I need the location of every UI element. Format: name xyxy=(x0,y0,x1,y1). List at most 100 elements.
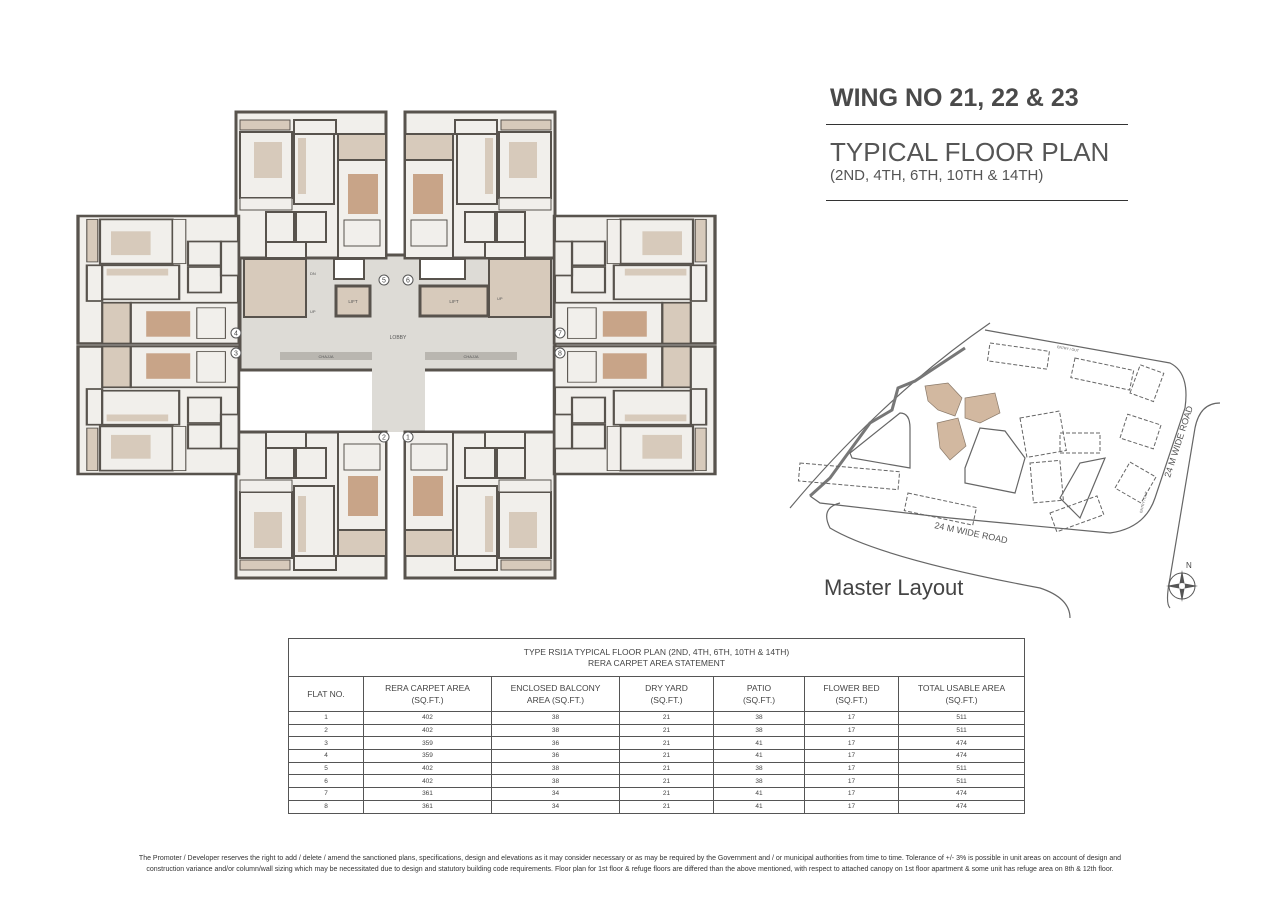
table-cell: 474 xyxy=(897,736,1026,751)
table-cell: 38 xyxy=(491,723,620,738)
shaft xyxy=(553,240,574,277)
toilet xyxy=(186,240,223,267)
column-header: TOTAL USABLE AREA(SQ.FT.) xyxy=(897,676,1026,712)
flower-bed xyxy=(694,427,707,472)
toilet xyxy=(496,211,526,243)
up-label-left: UP xyxy=(310,309,316,314)
kitchen-counter xyxy=(624,414,687,422)
kitchen-counter xyxy=(485,138,493,194)
wardrobe xyxy=(172,218,187,265)
building-block xyxy=(797,462,901,491)
caption-line-1: TYPE RSI1A TYPICAL FLOOR PLAN (2ND, 4TH,… xyxy=(523,646,790,657)
table-cell: 36 xyxy=(491,749,620,763)
table-cell: 38 xyxy=(491,711,620,725)
table-cell: 511 xyxy=(897,723,1026,738)
table-cell: 402 xyxy=(363,723,492,738)
toilet xyxy=(265,211,295,243)
wardrobe xyxy=(606,218,621,265)
wing-title: WING NO 21, 22 & 23 xyxy=(830,84,1079,112)
table-cell: 17 xyxy=(804,799,899,814)
up-label-right: UP xyxy=(497,296,503,301)
dining-table xyxy=(410,219,448,247)
title-block: WING NO 21, 22 & 23 TYPICAL FLOOR PLAN (… xyxy=(826,84,1128,201)
living-rug xyxy=(348,174,378,214)
chajja-label-right: CHAJJA xyxy=(463,354,478,359)
bed xyxy=(254,512,282,548)
shaft-right xyxy=(419,258,466,280)
patio xyxy=(404,133,454,161)
caption-line-2: RERA CARPET AREA STATEMENT xyxy=(588,657,725,668)
table-cell: 511 xyxy=(897,774,1026,789)
shaft xyxy=(219,413,240,450)
open-space xyxy=(849,412,911,469)
table-cell: 2 xyxy=(288,723,364,738)
table-cell: 36 xyxy=(491,736,620,751)
column-header-line: TOTAL USABLE AREA xyxy=(917,683,1006,693)
living-rug xyxy=(602,311,647,337)
table-cell: 4 xyxy=(288,749,364,763)
table-cell: 17 xyxy=(804,736,899,751)
typical-floor-plan: LOBBY LIFT LIFT CHAJJA CHAJJA UP DN UP 1… xyxy=(76,110,717,580)
entry-label-top: ENTRY / OUT xyxy=(1057,345,1080,353)
table-cell: 474 xyxy=(897,799,1026,814)
column-header-line: ENCLOSED BALCONY xyxy=(510,683,601,693)
shaft xyxy=(265,431,307,449)
column-header-line: FLOWER BED xyxy=(823,683,880,693)
column-header-line: (SQ.FT.) xyxy=(835,695,868,705)
dry-yard xyxy=(293,119,337,135)
dining-table xyxy=(343,219,381,247)
table-cell: 38 xyxy=(713,723,805,738)
master-layout-map: 24 M WIDE ROAD 24 M WIDE ROAD ENTRY / OU… xyxy=(789,322,1221,618)
shaft-left xyxy=(333,258,365,280)
flat-number-marker xyxy=(402,274,414,286)
table-cell: 361 xyxy=(363,799,492,814)
dining-table xyxy=(196,307,226,339)
staircase-right xyxy=(488,258,552,318)
buildings xyxy=(797,342,1165,533)
table-cell: 21 xyxy=(619,799,714,814)
building-block xyxy=(1029,459,1064,504)
toilet xyxy=(295,447,327,479)
lift-label-left: LIFT xyxy=(348,299,358,304)
flower-bed xyxy=(239,559,291,571)
flat-number-marker xyxy=(554,347,566,359)
bed xyxy=(254,142,282,178)
lobby-label: LOBBY xyxy=(390,335,407,341)
flat-number: 6 xyxy=(406,278,410,285)
living-rug xyxy=(146,311,191,337)
kitchen-counter xyxy=(298,496,306,552)
open-space xyxy=(1059,457,1106,520)
toilet xyxy=(295,211,327,243)
patio xyxy=(337,529,387,557)
entry-label-right: ENTRY / OUT xyxy=(1139,490,1149,513)
wing-23 xyxy=(936,417,967,461)
plan-floors: (2ND, 4TH, 6TH, 10TH & 14TH) xyxy=(830,167,1044,184)
wardrobe xyxy=(172,425,187,472)
disclaimer: The Promoter / Developer reserves the ri… xyxy=(40,853,1220,875)
wardrobe xyxy=(239,479,293,493)
column-header-line: RERA CARPET AREA xyxy=(385,683,470,693)
table-cell: 38 xyxy=(491,774,620,789)
table-cell: 17 xyxy=(804,774,899,789)
shaft xyxy=(219,240,240,277)
column-header-line: PATIO xyxy=(746,683,772,693)
living-rug xyxy=(602,353,647,379)
table-cell: 474 xyxy=(897,787,1026,801)
column-header: PATIO(SQ.FT.) xyxy=(713,676,805,712)
toilet xyxy=(464,211,496,243)
toilet xyxy=(265,447,295,479)
flower-bed xyxy=(86,427,99,472)
column-header-line: AREA (SQ.FT.) xyxy=(526,695,585,705)
column-header: DRY YARD(SQ.FT.) xyxy=(619,676,714,712)
table-cell: 41 xyxy=(713,799,805,814)
table-cell: 17 xyxy=(804,787,899,801)
flower-bed xyxy=(694,218,707,263)
carpet-area-table: TYPE RSI1A TYPICAL FLOOR PLAN (2ND, 4TH,… xyxy=(287,638,1026,814)
dining-table xyxy=(343,443,381,471)
building-block xyxy=(1129,364,1165,403)
toilet xyxy=(496,447,526,479)
